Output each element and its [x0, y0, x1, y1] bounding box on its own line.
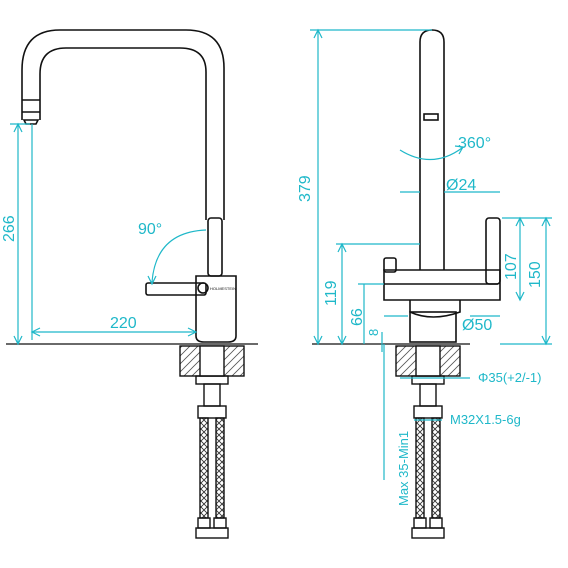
height-266-label: 266 [1, 215, 18, 242]
hole-diameter-label: Φ35(+2/-1) [478, 370, 541, 385]
gap-8-label: 8 [366, 329, 381, 336]
rotation-360-label: 360° [458, 135, 491, 152]
height-150-label: 150 [527, 261, 544, 288]
reach-220-label: 220 [110, 315, 137, 332]
spout-diameter-label: Ø24 [446, 177, 476, 194]
right-mount-hardware [395, 345, 461, 539]
body-diameter-label: Ø50 [462, 317, 492, 334]
angle-90-label: 90° [138, 221, 162, 238]
deck-thickness-label: Max 35-Min1 [396, 431, 411, 506]
height-379-label: 379 [297, 175, 314, 202]
height-66-label: 66 [349, 308, 366, 326]
thread-label: M32X1.5-6g [450, 412, 521, 427]
left-faucet-outline [21, 29, 237, 343]
left-dimensions [10, 122, 207, 346]
right-dimensions [310, 28, 552, 480]
height-119-label: 119 [323, 280, 340, 306]
right-faucet-outline [383, 29, 501, 343]
height-107-label: 107 [503, 253, 520, 280]
logo-text: HOLMESTEIN [210, 286, 236, 291]
left-mount-hardware [179, 345, 245, 539]
